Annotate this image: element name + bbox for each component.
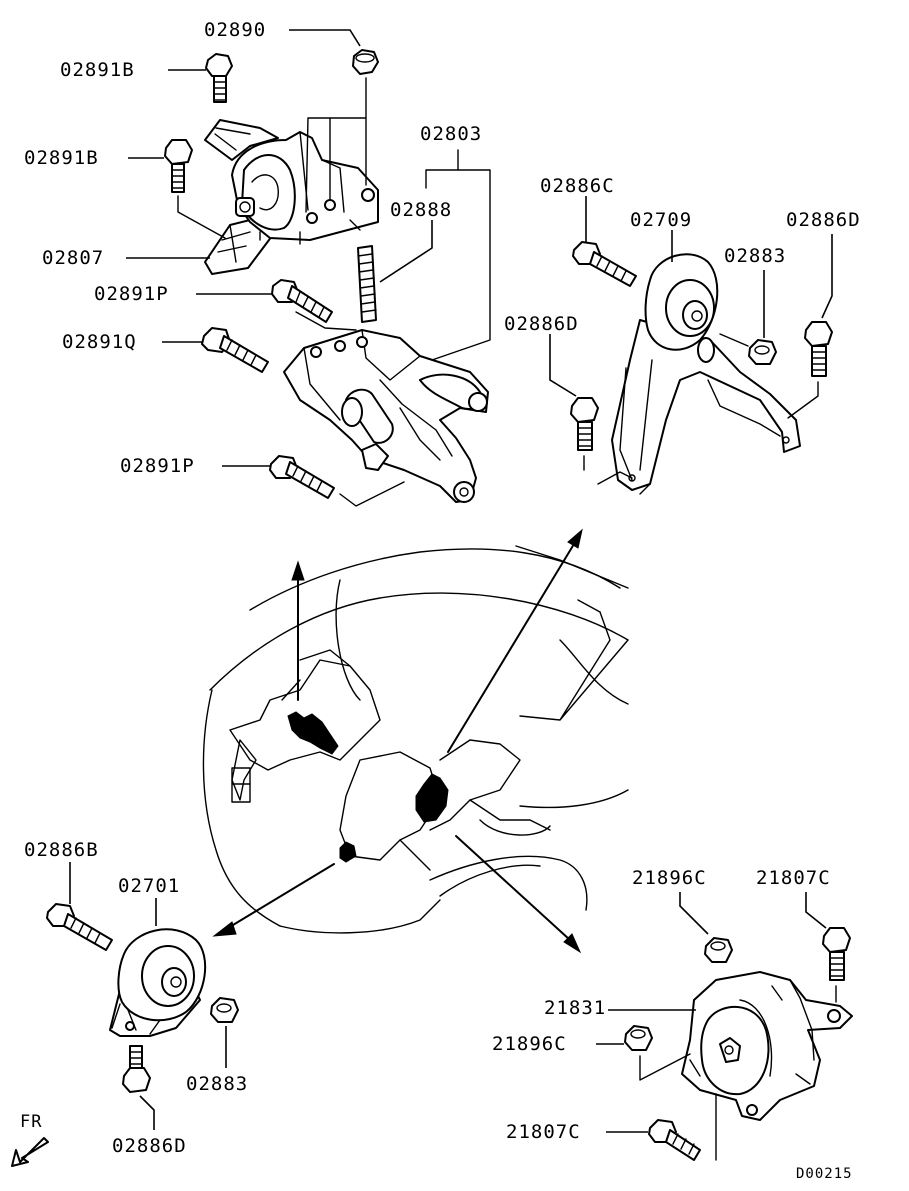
label-02886D-bottom: 02886D	[112, 1135, 187, 1157]
bolt-02891P-bottom	[222, 455, 405, 507]
label-02886B: 02886B	[24, 839, 99, 861]
label-02891P-bottom: 02891P	[120, 455, 195, 477]
label-02890: 02890	[204, 19, 267, 41]
nut-21896C-top	[679, 892, 733, 963]
diagram-code: D00215	[796, 1166, 853, 1182]
label-02803: 02803	[420, 123, 483, 145]
label-02886D-right: 02886D	[786, 209, 861, 231]
label-02883-left: 02883	[186, 1073, 249, 1095]
label-21896C-mid: 21896C	[492, 1033, 567, 1055]
label-02886D-mid: 02886D	[504, 313, 579, 335]
bolt-02886D-right	[787, 234, 833, 419]
label-02891B-mid: 02891B	[24, 147, 99, 169]
bolt-02891Q	[162, 327, 269, 373]
nut-02890	[289, 29, 379, 213]
bolt-02886D-bottom	[122, 1045, 155, 1130]
label-02888: 02888	[390, 199, 453, 221]
nut-21896C-mid	[596, 1025, 691, 1081]
bracket-02803	[283, 149, 491, 503]
bolt-02886B	[46, 862, 113, 951]
front-direction-arrow-icon	[11, 1137, 49, 1167]
nut-02883-left	[210, 997, 239, 1068]
label-02709: 02709	[630, 209, 693, 231]
nut-02883-right	[719, 270, 777, 365]
bolt-02891B-top	[168, 53, 233, 103]
label-21807C-top: 21807C	[756, 867, 831, 889]
bolt-21807C-top	[805, 892, 851, 1003]
label-02891B-top: 02891B	[60, 59, 135, 81]
bracket-02807-assembly	[204, 119, 379, 275]
label-21896C-top: 21896C	[632, 867, 707, 889]
bolt-02891P-top	[196, 279, 357, 331]
label-02701: 02701	[118, 875, 181, 897]
mount-02709	[597, 253, 801, 495]
bolt-21807C-bottom	[606, 1093, 717, 1161]
bolt-02886C	[572, 196, 637, 287]
mount-21831	[608, 971, 853, 1121]
front-direction-label: FR	[20, 1112, 43, 1132]
label-02891P-top: 02891P	[94, 283, 169, 305]
label-02807: 02807	[42, 247, 105, 269]
label-02883-right: 02883	[724, 245, 787, 267]
callout-arrows	[212, 528, 583, 954]
label-21831: 21831	[544, 997, 607, 1019]
stud-02888	[357, 220, 433, 323]
mount-02701	[109, 898, 207, 1037]
label-02886C: 02886C	[540, 175, 615, 197]
vehicle-engine-bay	[202, 545, 629, 934]
bolt-02886D-mid	[549, 334, 599, 471]
bolt-02891B-mid	[128, 139, 226, 239]
label-21807C-bottom: 21807C	[506, 1121, 581, 1143]
label-02891Q: 02891Q	[62, 331, 137, 353]
